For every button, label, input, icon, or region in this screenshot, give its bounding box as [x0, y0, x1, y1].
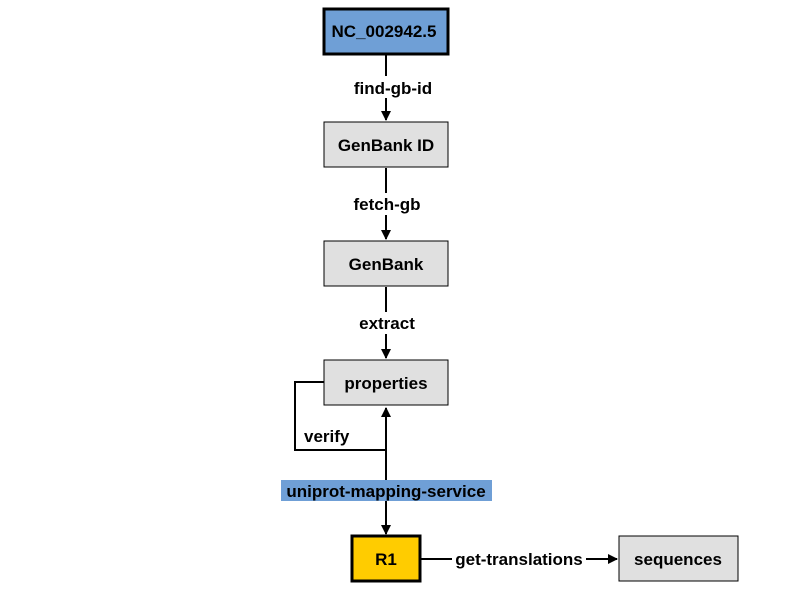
edge-label-extract-bg: [354, 312, 420, 334]
edge-label-uniprot-mapping-service: uniprot-mapping-service: [286, 482, 485, 501]
node-genbank[interactable]: GenBank: [323, 240, 449, 287]
edge-label-find-gb-id: find-gb-id: [354, 79, 432, 98]
node-r1-label: R1: [375, 550, 397, 569]
node-r1[interactable]: R1: [350, 534, 422, 583]
node-properties[interactable]: properties: [323, 359, 449, 406]
node-accession-label: NC_002942.5: [332, 22, 437, 41]
node-genbank-label: GenBank: [349, 255, 424, 274]
node-sequences-label: sequences: [634, 550, 722, 569]
edge-label-get-translations: get-translations: [455, 550, 583, 569]
node-properties-label: properties: [344, 374, 427, 393]
edge-label-extract: extract: [359, 314, 415, 333]
node-accession[interactable]: NC_002942.5: [322, 7, 450, 56]
edge-label-find-gb-id-bg: [348, 76, 438, 98]
edge-label-get-translations-bg: [452, 548, 586, 570]
edge-label-fetch-gb: fetch-gb: [353, 195, 420, 214]
edge-label-verify: verify: [304, 427, 350, 446]
edge-label-fetch-gb-bg: [347, 193, 427, 215]
node-genbank-id[interactable]: GenBank ID: [323, 121, 449, 168]
node-sequences[interactable]: sequences: [618, 535, 739, 582]
node-genbank-id-label: GenBank ID: [338, 136, 434, 155]
edge-verify-loop: [294, 381, 386, 451]
edge-label-uniprot-highlight: [281, 480, 492, 501]
